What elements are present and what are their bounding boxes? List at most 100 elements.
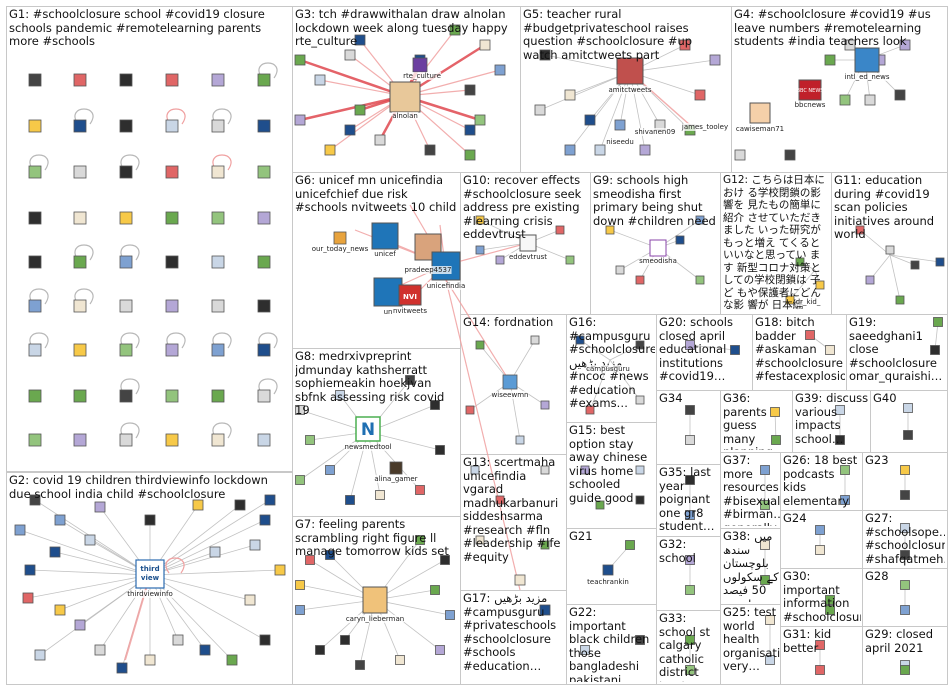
g5-node[interactable] [684,124,696,136]
g1-node[interactable] [119,299,133,313]
g3-node[interactable] [494,64,506,76]
g4-node[interactable] [784,149,796,161]
rte-culture-node[interactable] [412,57,428,73]
g1-node[interactable] [257,343,271,357]
g15-node[interactable] [635,465,645,475]
g26-node[interactable] [840,465,850,475]
g1-node[interactable] [211,165,225,179]
g3-node[interactable] [344,124,356,136]
g36-node[interactable] [771,435,781,445]
g27-node[interactable] [900,550,910,560]
g12-node[interactable] [795,257,805,267]
g5-node[interactable] [539,49,551,61]
g1-node[interactable] [28,299,42,313]
g1-node[interactable] [165,255,179,269]
g2-node[interactable] [249,539,261,551]
g1-node[interactable] [119,119,133,133]
g15-node[interactable] [580,465,590,475]
g8-node[interactable] [375,490,385,500]
g13-node[interactable] [475,535,485,545]
g1-node[interactable] [28,343,42,357]
g3-node[interactable] [464,124,476,136]
g1-node[interactable] [73,119,87,133]
g28-node[interactable] [900,580,910,590]
g15-node[interactable] [635,495,645,505]
g1-node[interactable] [165,165,179,179]
g1-node[interactable] [119,343,133,357]
g7-node[interactable] [325,550,335,560]
g31-node[interactable] [815,665,825,675]
g20-node[interactable] [730,345,740,355]
g1-node[interactable] [119,389,133,403]
g5-node[interactable] [694,89,706,101]
g14-node[interactable] [530,335,540,345]
g22-node[interactable] [635,635,645,645]
g23-node[interactable] [900,490,910,500]
g3-node[interactable] [424,144,436,156]
g1-node[interactable] [119,433,133,447]
g16-node[interactable] [585,405,595,415]
g12-node[interactable] [785,295,795,305]
unicefindia-node[interactable] [431,251,461,281]
g1-node[interactable] [211,299,225,313]
g1-node[interactable] [73,389,87,403]
g9-node[interactable] [605,225,615,235]
cawiseman71-node[interactable] [749,102,771,124]
g8-node[interactable] [405,375,415,385]
g18-node[interactable] [805,330,815,340]
g1-node[interactable] [257,255,271,269]
g1-node[interactable] [211,255,225,269]
g8-node[interactable] [305,435,315,445]
g1-node[interactable] [28,165,42,179]
g14-node[interactable] [515,435,525,445]
g2-node[interactable] [49,546,61,558]
nvitweets-node[interactable] [398,284,422,306]
g1-node[interactable] [28,255,42,269]
g2-node[interactable] [259,634,271,646]
g1-node[interactable] [257,211,271,225]
g2-node[interactable] [274,564,286,576]
g28-node[interactable] [900,605,910,615]
g5-node[interactable] [584,114,596,126]
g5-node[interactable] [614,119,626,131]
g1-node[interactable] [165,73,179,87]
g17-node[interactable] [514,574,526,586]
g37-node[interactable] [760,465,770,475]
g2-node[interactable] [29,494,41,506]
g7-node[interactable] [440,555,450,565]
g7-node[interactable] [430,585,440,595]
g1-node[interactable] [119,73,133,87]
g2-node[interactable] [22,592,34,604]
amitctweets-node[interactable] [616,57,644,85]
g5-node[interactable] [534,104,546,116]
g2-node[interactable] [54,604,66,616]
g26-node[interactable] [840,495,850,505]
g2-node[interactable] [144,654,156,666]
g4-node[interactable] [734,149,746,161]
g1-node[interactable] [211,433,225,447]
g22-node[interactable] [580,645,590,655]
g2-node[interactable] [259,514,271,526]
g24-node[interactable] [815,545,825,555]
g3-node[interactable] [314,74,326,86]
thirdview-hub[interactable] [135,559,165,589]
g10-node[interactable] [475,215,485,225]
g1-node[interactable] [257,73,271,87]
g3-node[interactable] [479,39,491,51]
g5-node[interactable] [654,119,666,131]
g1-node[interactable] [257,389,271,403]
g10-node[interactable] [555,225,565,235]
g9-node[interactable] [635,275,645,285]
g2-node[interactable] [94,501,106,513]
g3-node[interactable] [294,54,306,66]
our-today-news-node[interactable] [333,231,347,245]
alnolan-node[interactable] [389,81,421,113]
g2-node[interactable] [14,524,26,536]
g2-node[interactable] [172,634,184,646]
g7-node[interactable] [445,610,455,620]
g1-node[interactable] [165,211,179,225]
g16-node[interactable] [635,340,645,350]
g2-node[interactable] [144,514,156,526]
g7-node[interactable] [395,655,405,665]
g32-node[interactable] [685,555,695,565]
